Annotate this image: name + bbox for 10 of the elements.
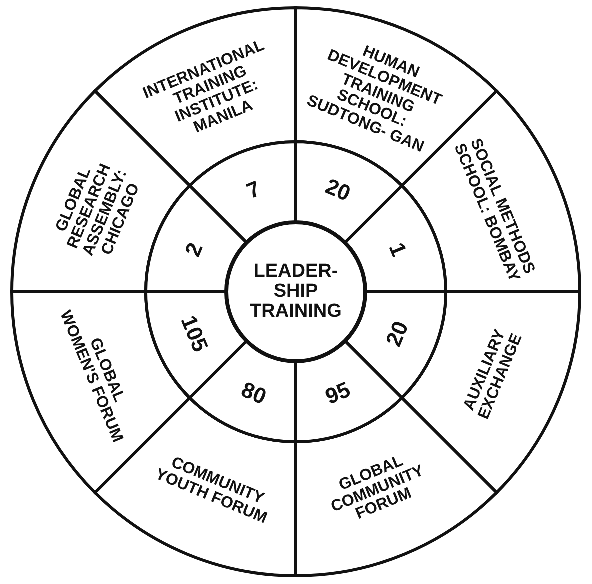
- segment-number: 105: [176, 312, 212, 356]
- segment-number: 95: [322, 378, 354, 409]
- segment-number: 80: [238, 378, 270, 409]
- wheel-segment: [144, 184, 248, 294]
- segment-number: 1: [384, 240, 411, 260]
- segment-number: 20: [382, 318, 413, 350]
- hub-label: LEADER- SHIP TRAINING: [249, 262, 343, 322]
- segment-number: 7: [244, 177, 264, 204]
- segment-number: 2: [181, 240, 208, 260]
- segment-number: 20: [322, 175, 354, 206]
